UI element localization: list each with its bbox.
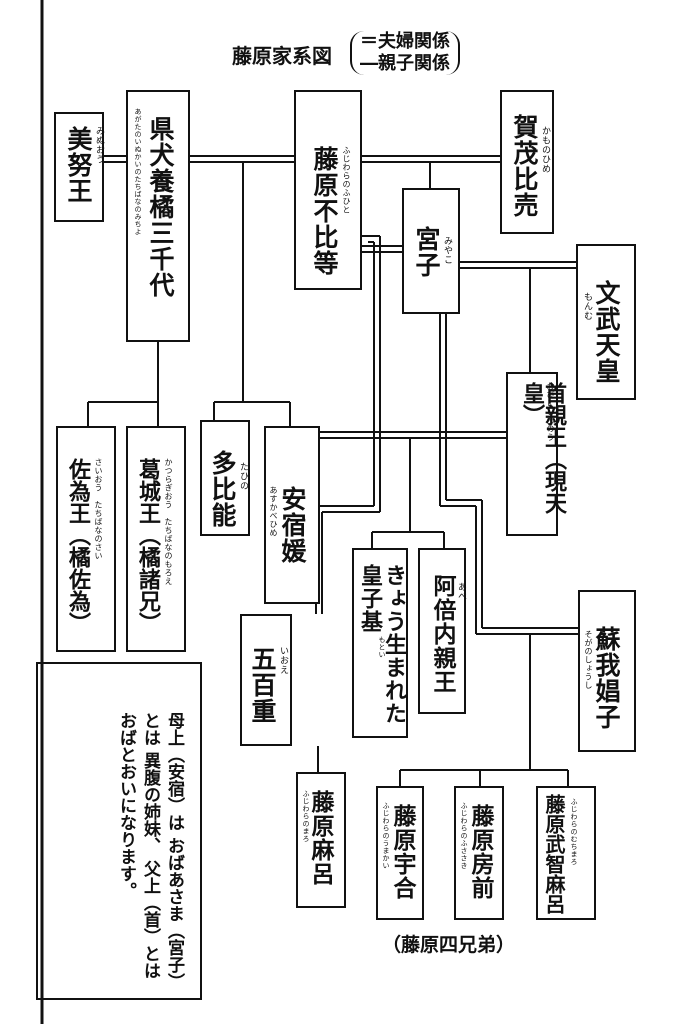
legend: ＝夫婦関係 ―親子関係 <box>350 31 460 75</box>
legend-marriage: ＝夫婦関係 <box>360 31 450 52</box>
person-umakai: 藤原宇合 ふじわらのうまかい <box>376 786 424 920</box>
person-asuka: 安宿媛 あすかべひめ <box>264 426 320 604</box>
person-name: 賀茂比売 <box>510 114 539 218</box>
person-name: 藤原房前 <box>467 804 493 900</box>
person-name: 首親王（現天皇） <box>519 382 566 514</box>
person-name: 多比能 <box>208 450 237 528</box>
person-ruby: みぬおう <box>94 126 104 164</box>
person-ruby: もとい <box>378 636 386 659</box>
person-name: 美努王 <box>64 126 93 204</box>
person-kamo: 賀茂比売 かものひめ <box>500 90 554 234</box>
person-soga: 蘇我娼子 そがのしょうし <box>578 590 636 752</box>
person-name: 阿倍内親王 <box>429 574 455 694</box>
person-name: 宮子 <box>412 226 441 278</box>
person-agata: 県犬養橘三千代 あがたのいぬかいのたちばなのみちよ <box>126 90 190 342</box>
person-name: 蘇我娼子 <box>592 626 621 730</box>
person-ruby: そがのしょうし <box>584 630 593 690</box>
note-box: 母上（安宿）は おばあさま（宮子）とは 異腹の姉妹、 父上（首）とは おばとおい… <box>36 662 202 1000</box>
person-note: きょう生まれた <box>381 564 406 725</box>
person-muchimaro: 藤原武智麻呂 ふじわらのむちまろ <box>536 786 596 920</box>
person-obito: 首親王（現天皇） おびとしんのう <box>506 372 566 536</box>
person-ruby: ふじわらのうまかい <box>382 802 390 870</box>
note-text: 母上（安宿）は おばあさま（宮子）とは 異腹の姉妹、 父上（首）とは おばとおい… <box>116 712 184 982</box>
diagram-title: 藤原家系図 <box>232 44 332 68</box>
person-monmu: 文武天皇 もんむ <box>576 244 636 400</box>
person-ruby: あすかべひめ <box>269 486 278 537</box>
person-ruby: あがたのいぬかいのたちばなのみちよ <box>134 108 142 236</box>
person-ruby: いおえ <box>278 646 288 675</box>
person-oji: 皇子基 きょう生まれた もとい <box>352 548 408 738</box>
person-ruby: ふじわらのむちまろ <box>570 798 578 866</box>
person-name: 安宿媛 <box>278 486 307 564</box>
person-ruby: さいおう たちばなのさい <box>94 458 103 560</box>
caption-four-brothers: （藤原四兄弟） <box>382 934 516 956</box>
person-fusasaki: 藤原房前 ふじわらのふささき <box>454 786 504 920</box>
person-ruby: ふじわらのふひと <box>342 146 351 214</box>
person-name: 藤原武智麻呂 <box>542 794 566 914</box>
person-ruby: ふじわらのふささき <box>460 802 468 870</box>
person-ruby: あべ <box>456 582 466 601</box>
person-fuhito: 藤原不比等 ふじわらのふひと <box>294 90 362 290</box>
legend-parent: ―親子関係 <box>360 53 450 74</box>
person-sai: 佐為王（橘佐為） さいおう たちばなのさい <box>56 426 116 652</box>
person-name: 葛城王（橘諸兄） <box>135 458 160 634</box>
person-ruby: みやこ <box>442 236 452 265</box>
person-name: 文武天皇 <box>592 280 621 384</box>
person-ioe: 五百重 いおえ <box>240 614 292 746</box>
person-ruby: ふじわらのまろ <box>302 790 310 843</box>
person-tahino: 多比能 たひの <box>200 420 250 536</box>
person-ruby: かものひめ <box>540 126 550 174</box>
person-mino: 美努王 みぬおう <box>54 112 104 222</box>
person-name: 佐為王（橘佐為） <box>65 458 90 634</box>
person-name: 五百重 <box>248 646 277 724</box>
person-ruby: もんむ <box>582 292 592 321</box>
person-name: 藤原宇合 <box>389 804 415 900</box>
person-name: 藤原麻呂 <box>307 790 333 886</box>
person-maro: 藤原麻呂 ふじわらのまろ <box>296 772 346 908</box>
person-ruby: かつらぎおう たちばなのもろえ <box>164 458 173 586</box>
person-abe: 阿倍内親王 あべ <box>418 548 466 714</box>
person-name: 県犬養橘三千代 <box>146 116 175 298</box>
person-ruby: たひの <box>238 462 248 491</box>
person-miyako: 宮子 みやこ <box>402 188 460 314</box>
person-name: 皇子基 <box>357 564 382 633</box>
person-ruby: おびとしんのう <box>546 382 555 442</box>
person-kazuragi: 葛城王（橘諸兄） かつらぎおう たちばなのもろえ <box>126 426 186 652</box>
person-name: 藤原不比等 <box>310 146 339 276</box>
